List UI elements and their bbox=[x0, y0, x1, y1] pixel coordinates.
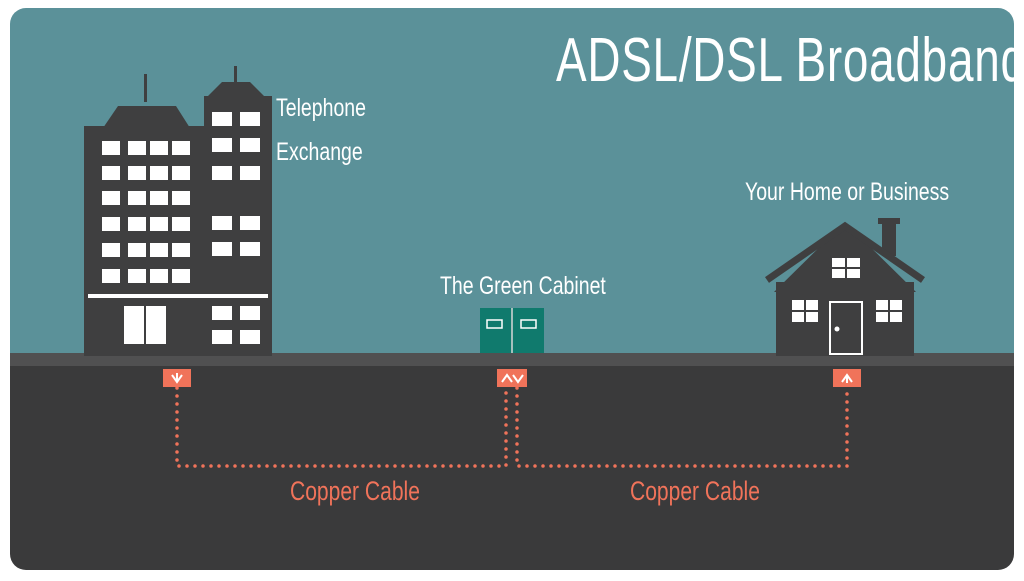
window bbox=[172, 166, 190, 180]
window bbox=[212, 330, 232, 344]
window bbox=[240, 242, 260, 256]
cabinet-connector bbox=[497, 369, 527, 387]
window bbox=[212, 242, 232, 256]
window bbox=[102, 166, 120, 180]
exchange-windows bbox=[102, 112, 260, 344]
window bbox=[150, 141, 168, 155]
window bbox=[150, 243, 168, 257]
window bbox=[102, 243, 120, 257]
window bbox=[240, 138, 260, 152]
exchange-label-line2: Exchange bbox=[276, 138, 363, 166]
window bbox=[150, 166, 168, 180]
window bbox=[240, 112, 260, 126]
window bbox=[240, 216, 260, 230]
home-label: Your Home or Business bbox=[745, 178, 950, 206]
exchange-connector bbox=[163, 369, 191, 387]
window bbox=[128, 191, 146, 205]
window bbox=[172, 269, 190, 283]
window bbox=[172, 191, 190, 205]
window bbox=[212, 138, 232, 152]
home-building bbox=[765, 218, 925, 356]
window bbox=[102, 269, 120, 283]
exchange-label-line1: Telephone bbox=[276, 94, 367, 122]
window bbox=[240, 166, 260, 180]
window bbox=[128, 166, 146, 180]
window bbox=[212, 112, 232, 126]
window bbox=[102, 217, 120, 231]
diagram-title: ADSL/DSL Broadband bbox=[556, 26, 1024, 95]
window bbox=[128, 217, 146, 231]
window bbox=[128, 243, 146, 257]
window bbox=[150, 269, 168, 283]
cable-path-cabinet-to-home bbox=[515, 386, 849, 468]
window bbox=[102, 141, 120, 155]
copper-cable-label: Copper Cable bbox=[630, 476, 760, 506]
window bbox=[172, 217, 190, 231]
window bbox=[128, 269, 146, 283]
window bbox=[150, 217, 168, 231]
window bbox=[212, 216, 232, 230]
door-divider bbox=[144, 306, 146, 344]
green-cabinet bbox=[480, 308, 544, 353]
cabinet-label: The Green Cabinet bbox=[440, 272, 606, 300]
cable-path-exchange-to-cabinet bbox=[175, 386, 508, 468]
window bbox=[172, 243, 190, 257]
underground bbox=[10, 366, 1014, 570]
window bbox=[172, 141, 190, 155]
window bbox=[212, 306, 232, 320]
window bbox=[212, 166, 232, 180]
window bbox=[150, 191, 168, 205]
window bbox=[240, 330, 260, 344]
home-connector bbox=[833, 369, 861, 387]
ground-surface bbox=[10, 353, 1014, 367]
copper-cable-paths bbox=[175, 386, 849, 468]
copper-cable-label: Copper Cable bbox=[290, 476, 420, 506]
window bbox=[102, 191, 120, 205]
window bbox=[240, 306, 260, 320]
window bbox=[128, 141, 146, 155]
